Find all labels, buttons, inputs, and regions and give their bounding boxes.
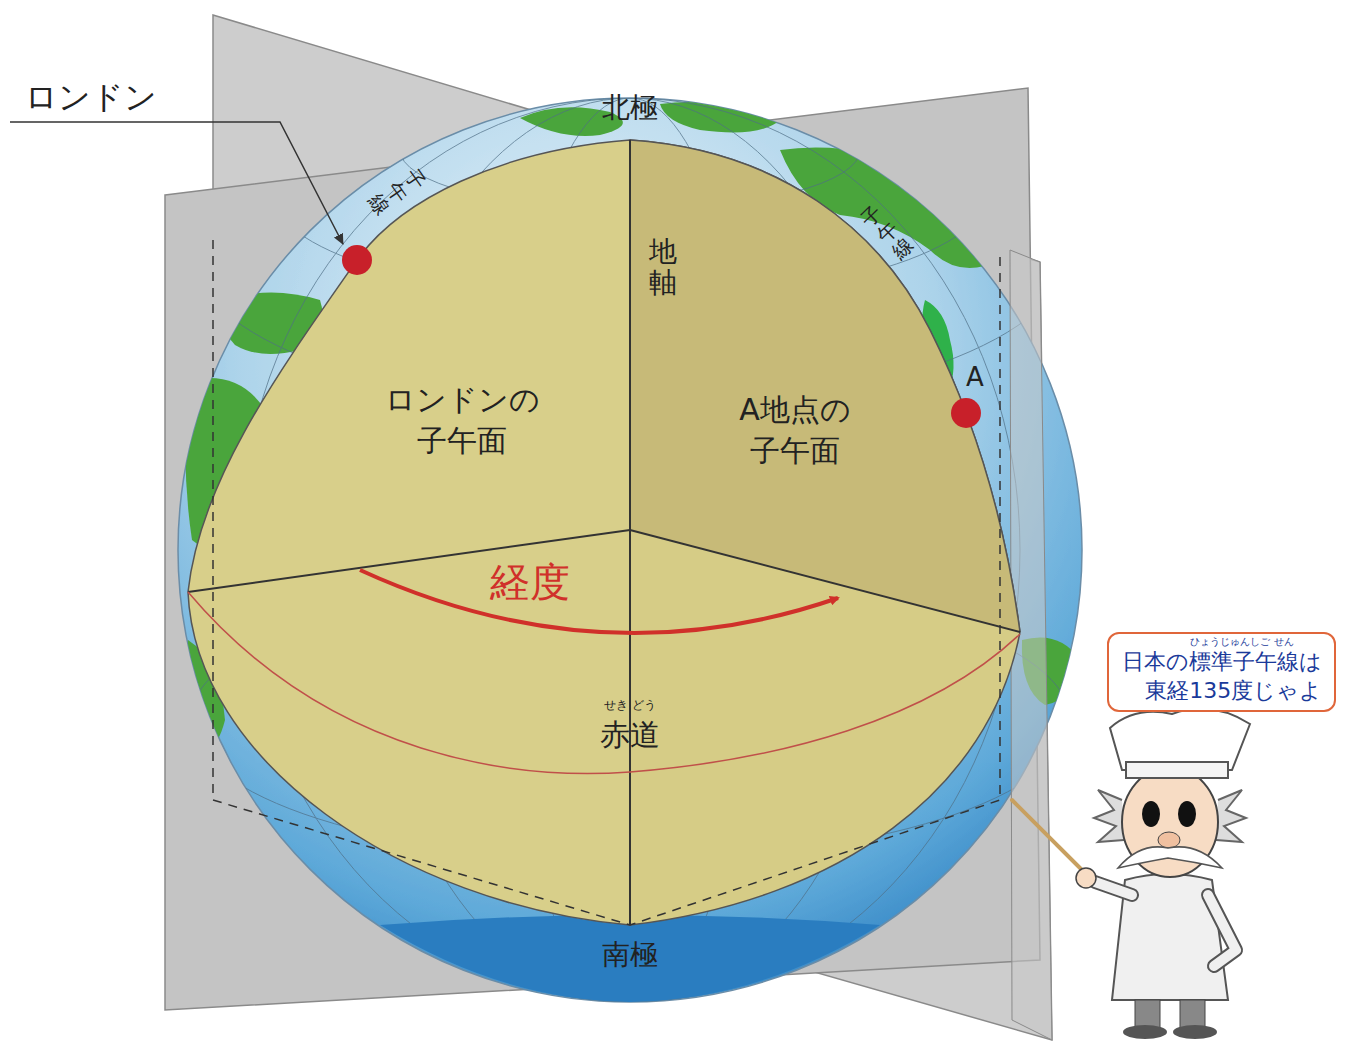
meridian-face: A地点の 子午面 — [714, 390, 876, 471]
pole-label: 北極 — [602, 91, 658, 125]
point-label: A — [966, 362, 984, 393]
longitude-arrow — [360, 570, 838, 633]
longitude-label: 経度 — [490, 558, 570, 606]
ruby-label: せき どう — [604, 698, 656, 712]
equator-cut-right — [630, 530, 1020, 632]
london-leader — [10, 122, 343, 244]
london-meridian-face — [188, 140, 630, 925]
equator-label: 赤道 — [600, 717, 660, 753]
hidden-plane-edges — [213, 240, 1000, 925]
bubble-text: 日本の標準子午線は 東経135度じゃよ — [1121, 648, 1322, 705]
axis-label: 地軸 — [649, 237, 677, 299]
pole-label: 南極 — [602, 938, 658, 972]
a-face-shade — [630, 100, 1100, 640]
london-dot — [342, 245, 372, 275]
earth-axis — [629, 140, 631, 925]
speech-bubble: ひょうじゅんしご せん日本の標準子午線は 東経135度じゃよ — [1107, 632, 1336, 712]
place-label: ロンドン — [25, 78, 157, 116]
equator-line — [188, 592, 1020, 773]
ruby-text: ひょうじゅんしご せん — [1187, 637, 1297, 647]
south-pole-cap — [380, 915, 880, 1002]
a-meridian-line — [630, 140, 1020, 632]
face-title: ロンドンの 子午面 — [381, 380, 543, 461]
professor-figure — [1012, 709, 1250, 1039]
meridian-face: ロンドンの 子午面 — [381, 380, 543, 461]
face-title: A地点の 子午面 — [714, 390, 876, 471]
point-a-dot — [951, 398, 981, 428]
